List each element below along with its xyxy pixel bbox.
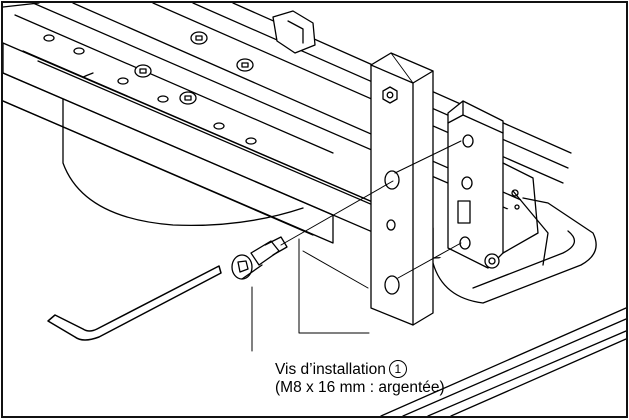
- mounting-bracket: [447, 100, 539, 269]
- mounting-base: [380, 190, 626, 416]
- installation-diagram: [3, 3, 626, 416]
- installation-screw: [231, 236, 288, 280]
- vertical-bar: [370, 52, 434, 326]
- callout-spec: (M8 x 16 mm : argentée): [275, 379, 445, 396]
- alignment-lines: [280, 140, 462, 334]
- callout-label: Vis d’installation: [275, 361, 386, 378]
- hex-key: [47, 265, 222, 341]
- top-clip: [272, 10, 316, 54]
- callout-number-badge: 1: [388, 360, 407, 378]
